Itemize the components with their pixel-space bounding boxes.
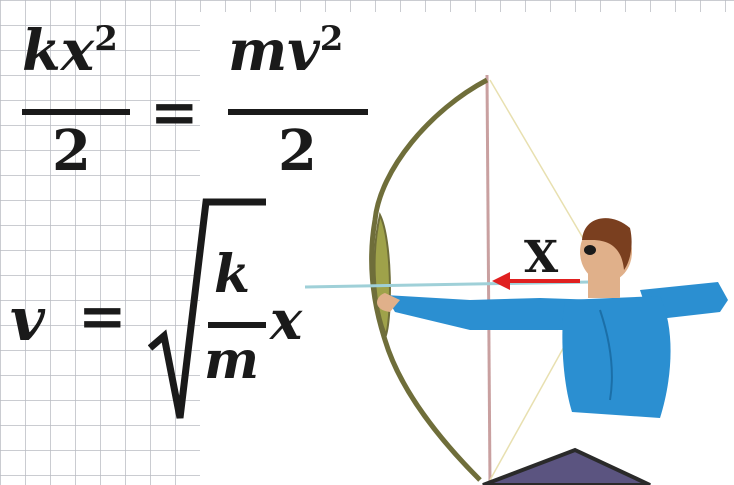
sqrt-numerator: k xyxy=(214,244,251,305)
sqrt-fraction-bar xyxy=(208,322,266,328)
velocity-symbol: v xyxy=(10,285,45,355)
arrow-icon xyxy=(304,272,591,290)
left-fraction-bar xyxy=(22,109,130,115)
sqrt-denominator: m xyxy=(204,330,260,391)
right-numerator: mv2 xyxy=(228,18,343,84)
bow-shape-icon xyxy=(369,77,489,482)
equals-sign-2: = xyxy=(78,282,127,350)
right-fraction-bar xyxy=(228,109,368,115)
draw-distance-label: X xyxy=(524,232,559,283)
left-numerator-exp: 2 xyxy=(94,19,118,59)
bottom-shape xyxy=(482,447,651,485)
left-numerator-var: kx xyxy=(22,18,95,84)
right-denominator: 2 xyxy=(278,118,317,184)
bow-string xyxy=(485,74,492,485)
factor-x: x xyxy=(270,288,303,352)
sqrt-symbol-icon xyxy=(148,198,266,419)
equals-sign-1: = xyxy=(150,78,199,146)
right-numerator-exp: 2 xyxy=(319,19,344,59)
right-numerator-var: mv xyxy=(228,18,320,84)
left-denominator: 2 xyxy=(52,118,91,184)
archer-figure-icon xyxy=(376,218,728,418)
left-numerator: kx2 xyxy=(22,18,118,84)
